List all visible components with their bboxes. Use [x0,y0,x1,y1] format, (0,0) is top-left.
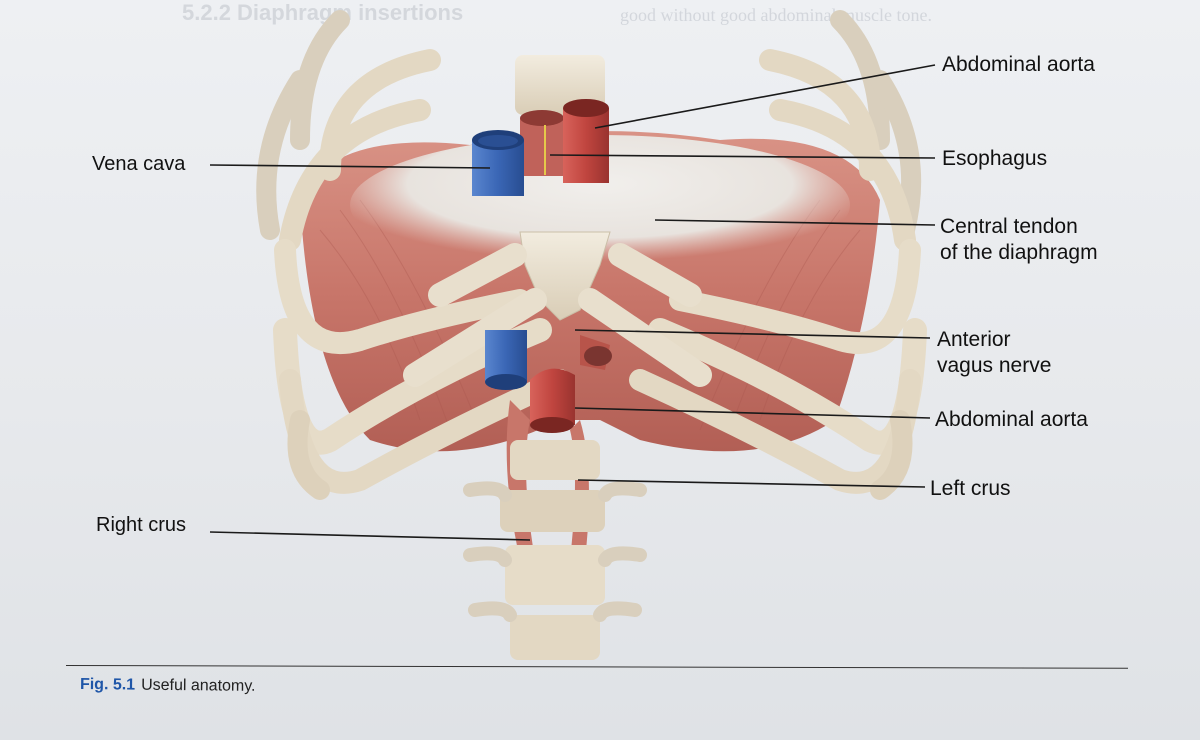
leader-abdominal-aorta-lower [574,407,931,419]
label-right-crus: Right crus [96,514,187,536]
esophagus-vessel [520,110,564,176]
rib-cage-left [273,49,571,500]
label-esophagus: Esophagus [942,147,1048,170]
leader-central-tendon [654,219,936,226]
label-left-crus: Left crus [930,477,1011,500]
abdominal-aorta-upper-vessel [563,99,609,183]
label-central-tendon-line1: Central tendon [940,215,1078,238]
leader-lines [209,64,936,541]
background-heading: 5.2.2 Diaphragm insertions [182,0,464,25]
vena-cava-vessel [472,130,524,196]
leader-vena-cava [209,164,491,169]
leader-abdominal-aorta-top [594,64,936,129]
leader-anterior-vagus [574,329,931,339]
leader-right-crus [209,531,531,541]
label-central-tendon-line2: of the diaphragm [940,241,1098,264]
label-anterior-vagus-line1: Anterior [937,328,1011,351]
label-abdominal-aorta-top: Abdominal aorta [942,53,1095,76]
caption-text: Useful anatomy. [141,676,256,695]
background-fragment: good without good abdominal muscle tone. [620,5,932,25]
vertebral-column [463,440,647,660]
leader-esophagus [549,154,936,159]
vena-cava-lower-vessel [485,330,527,390]
esophagus-lower-vessel [580,335,612,370]
abdominal-aorta-lower-vessel [530,368,575,433]
label-vena-cava: Vena cava [92,153,186,175]
label-abdominal-aorta-lower: Abdominal aorta [935,408,1088,431]
leader-left-crus [577,479,926,488]
figure-caption: Fig. 5.1 Useful anatomy. [80,676,256,696]
label-anterior-vagus-line2: vagus nerve [937,354,1052,377]
figure-number: Fig. 5.1 [79,676,136,694]
